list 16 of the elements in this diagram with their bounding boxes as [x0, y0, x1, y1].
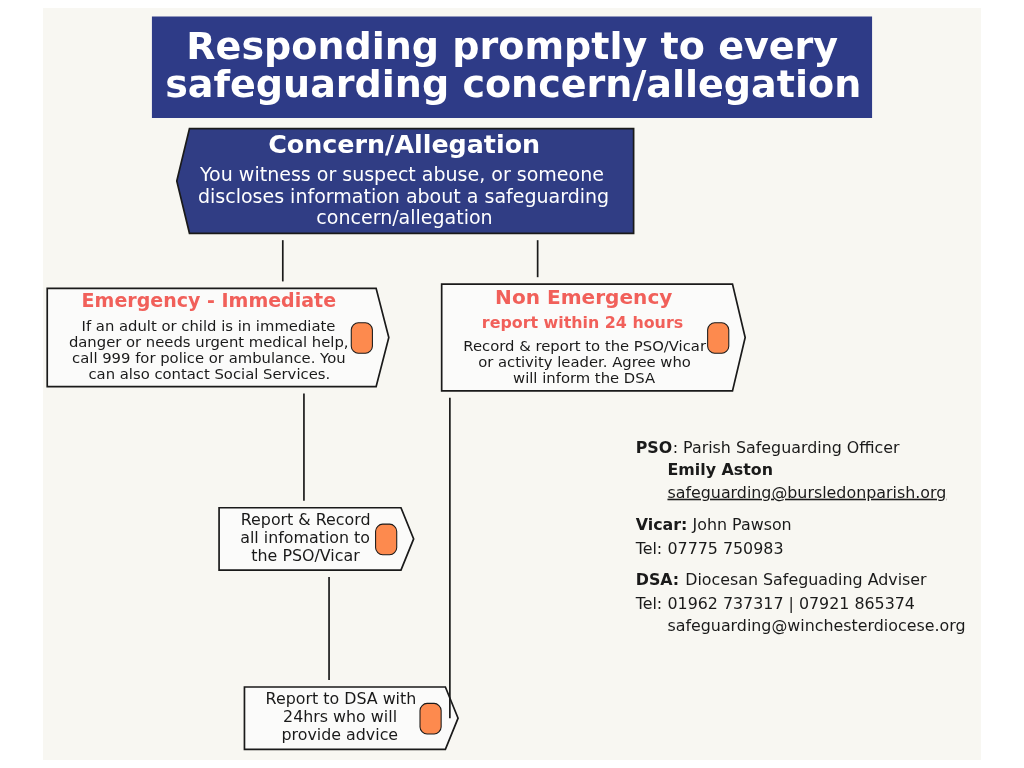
label: safeguarding@winchesterdiocese.org [667, 615, 966, 635]
label: Tel: [635, 538, 663, 558]
label: Vicar: John Pawson [635, 515, 792, 535]
label: 07775 750983 [667, 538, 784, 558]
label: 01962 737317 | 07921 865374 [667, 593, 915, 613]
connector [281, 239, 284, 283]
label: DSA: Diocesan Safeguading Adviser [635, 570, 927, 590]
label: Emily Aston [667, 460, 774, 480]
connector [449, 396, 451, 719]
connector [536, 239, 539, 279]
label: safeguarding@bursledonparish.org [667, 482, 947, 502]
connector [328, 576, 330, 681]
label: Tel: [635, 593, 663, 613]
label: PSO: Parish Safeguarding Officer [635, 438, 900, 458]
connector [303, 392, 305, 502]
diagram-title: Responding promptly to every safeguarding concern/allegation [165, 23, 862, 106]
